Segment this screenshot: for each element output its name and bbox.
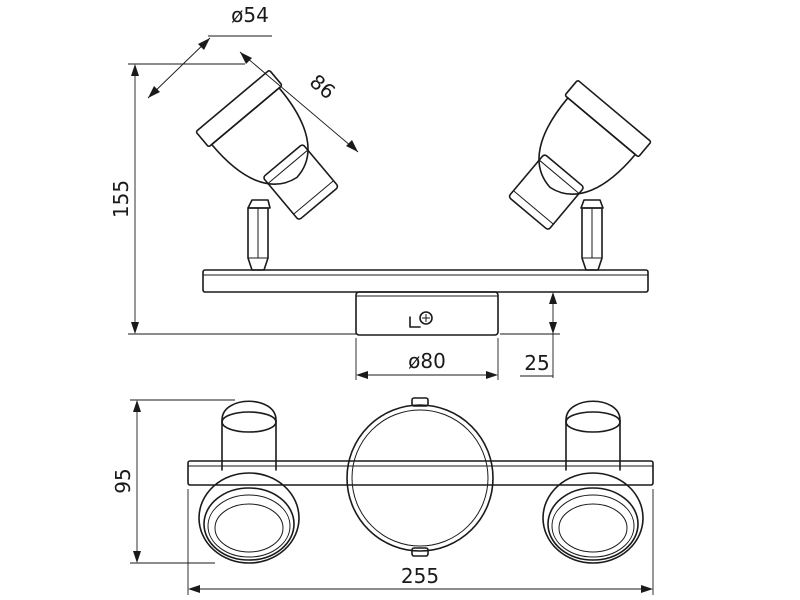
front-ceiling-base [346,397,494,557]
dim-front-height: 95 [111,399,235,564]
side-view: 155 ø54 86 ø80 [109,3,652,380]
dim-95-label: 95 [111,468,135,493]
dim-base-diameter: ø80 [355,338,499,380]
front-view: 95 255 [111,397,654,595]
dim-lamp-length: 86 [239,51,359,153]
side-right-lamp [508,80,652,271]
dim-total-height: 155 [109,63,356,335]
dim-255-label: 255 [401,564,439,588]
side-mounting-bar [202,269,649,293]
dim-diameter-80-label: ø80 [408,349,446,373]
dim-155-label: 155 [109,180,133,218]
front-right-lamp [542,400,644,564]
dim-25-label: 25 [524,351,549,375]
dim-lamp-diameter: ø54 [147,3,272,99]
side-ceiling-base [355,291,499,336]
dim-base-height: 25 [500,291,560,378]
front-mounting-bar [187,460,654,486]
front-left-lamp [198,400,300,564]
dim-total-width: 255 [187,489,654,595]
dim-86-label: 86 [305,69,340,104]
side-left-lamp [195,70,339,271]
dim-diameter-54-label: ø54 [231,3,269,27]
